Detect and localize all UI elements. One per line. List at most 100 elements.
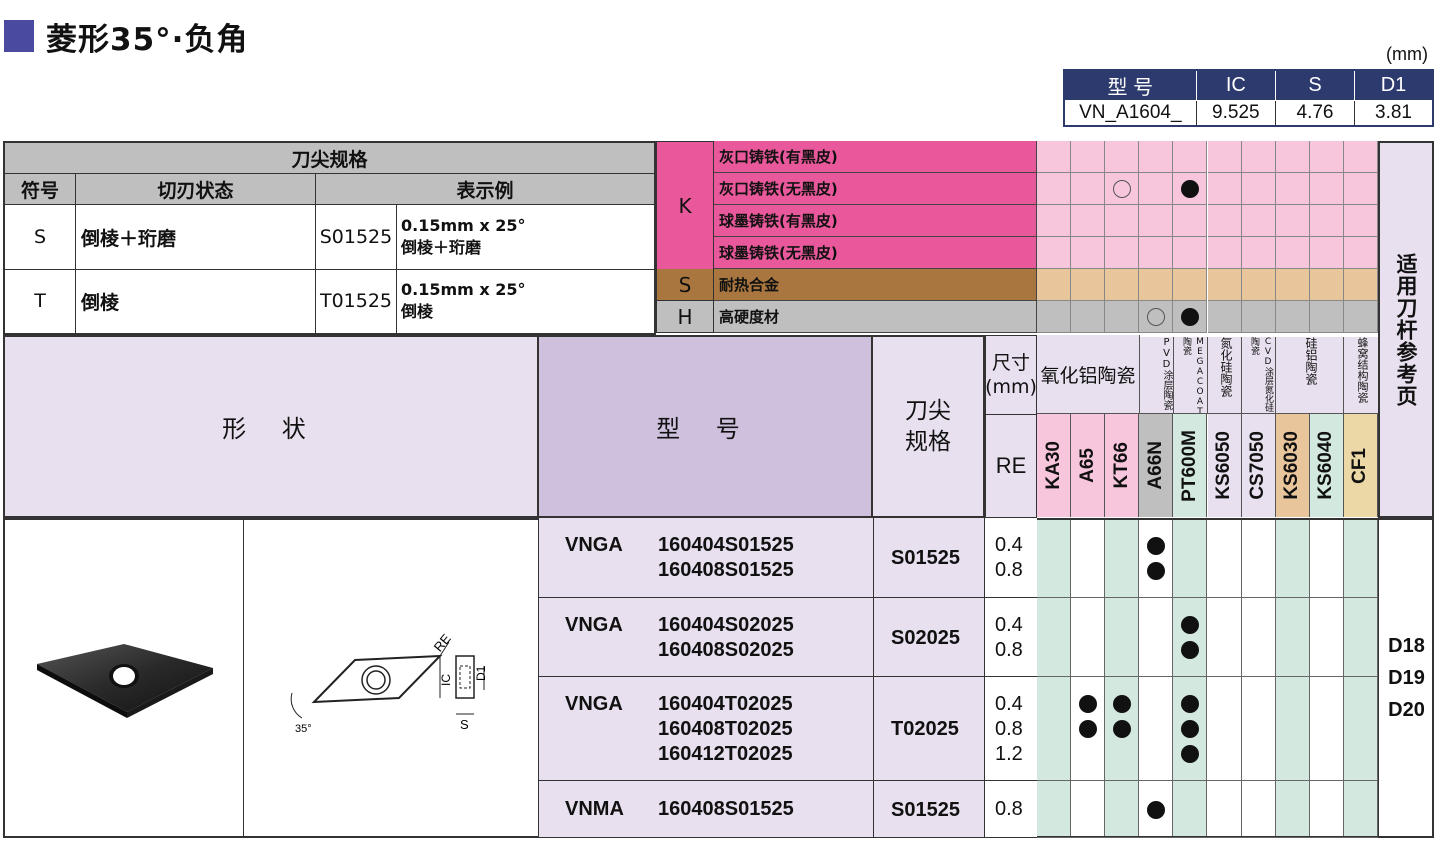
grade-label: KS6030: [1281, 431, 1303, 500]
diagram-s-label: S: [460, 717, 469, 732]
material-row: 高硬度材: [714, 301, 1037, 333]
edge-state: 倒棱: [75, 268, 316, 335]
model-number[interactable]: 160408T02025: [658, 717, 793, 740]
diagram-ic-label: IC: [439, 674, 453, 686]
material-grade-cell: [1071, 269, 1106, 301]
holder-page-link[interactable]: D18: [1388, 635, 1425, 657]
col-example: 表示例: [315, 173, 656, 206]
grade-header: PT600M: [1173, 414, 1208, 517]
material-grade-cell: [1071, 301, 1106, 333]
edge-spec-value: S02025: [891, 626, 960, 649]
re-value: 1.2: [995, 742, 1023, 765]
material-grade-cell: [1275, 141, 1310, 173]
recommended-dot-icon: [1181, 745, 1200, 763]
edge-state: 倒棱＋珩磨: [75, 204, 316, 270]
material-grade-cell: [1207, 173, 1242, 205]
material-grade-cell: [1105, 301, 1140, 333]
material-grade-cell: [1105, 205, 1140, 237]
grade-column: [1037, 518, 1072, 838]
grade-label: KT66: [1110, 442, 1132, 489]
material-grade-cell: [1037, 269, 1072, 301]
edge-example-line1: 0.15mm x 25°: [401, 216, 526, 236]
edge-spec-value: S01525: [891, 798, 960, 821]
holder-page-link[interactable]: D20: [1388, 699, 1425, 721]
material-grade-cell: [1071, 173, 1106, 205]
material-grade-cell: [1275, 205, 1310, 237]
material-grade-cell: [1071, 237, 1106, 269]
material-grade-cell: [1309, 173, 1344, 205]
edge-spec-header: 刀尖规格: [3, 141, 656, 175]
usable-ring-icon: [1113, 180, 1132, 198]
holder-ref-header: 适用刀杆参考页: [1378, 141, 1434, 518]
model-header: 型 号: [539, 335, 873, 518]
material-grade-cell: [1207, 205, 1242, 237]
material-grade-cell: [1037, 237, 1072, 269]
material-grade-cell: [1105, 269, 1140, 301]
material-grade-cell: [1241, 173, 1276, 205]
model-number[interactable]: 160412T02025: [658, 742, 793, 765]
re-value: 0.8: [995, 717, 1023, 740]
material-grade-cell: [1037, 205, 1072, 237]
material-grade-cell: [1275, 173, 1310, 205]
recommended-dot-icon: [1181, 641, 1200, 659]
recommended-dot-icon: [1079, 720, 1098, 738]
cvd-header: CVD涂层氮化硅陶瓷: [1242, 337, 1276, 413]
material-grade-cell: [1275, 237, 1310, 269]
row-divider: [1037, 837, 1378, 838]
material-grade-cell: [1309, 205, 1344, 237]
model-number[interactable]: 160408S01525: [658, 798, 794, 820]
material-grade-cell: [1105, 141, 1140, 173]
holder-pages: D18 D19 D20: [1378, 518, 1434, 838]
material-grade-cell: [1037, 301, 1072, 333]
material-grade-cell: [1343, 173, 1378, 205]
si3n4-header: 氮化硅陶瓷: [1208, 337, 1242, 413]
recommended-dot-icon: [1181, 720, 1200, 738]
grade-label: KS6040: [1315, 431, 1337, 500]
recommended-dot-icon: [1181, 308, 1200, 326]
series-label: VNGA: [565, 613, 623, 636]
dims-value-d1: 3.81: [1353, 100, 1434, 127]
recommended-dot-icon: [1181, 695, 1200, 713]
model-number[interactable]: 160404S01525: [658, 534, 794, 556]
material-grade-cell: [1241, 301, 1276, 333]
dims-value-s: 4.76: [1275, 100, 1355, 127]
size-header: 尺寸 (mm): [985, 335, 1037, 415]
col-symbol: 符号: [3, 173, 76, 206]
whisker-header: 蜂窝结构陶瓷: [1344, 337, 1378, 413]
grade-header: KS6040: [1309, 414, 1344, 517]
holder-ref-label: 适用刀杆参考页: [1394, 252, 1418, 407]
diagram-angle-label: 35°: [295, 723, 312, 735]
row-divider: [1037, 597, 1378, 598]
grade-column: [1241, 518, 1276, 838]
recommended-dot-icon: [1147, 561, 1166, 580]
row-divider: [1037, 780, 1378, 781]
material-grade-cell: [1139, 173, 1174, 205]
material-grade-cell: [1105, 237, 1140, 269]
row-divider: [1037, 676, 1378, 677]
material-grade-cell: [1139, 237, 1174, 269]
material-grade-cell: [1343, 205, 1378, 237]
model-number[interactable]: 160404T02025: [658, 692, 793, 715]
recommended-dot-icon: [1181, 180, 1200, 198]
material-grade-cell: [1207, 301, 1242, 333]
grade-label: CF1: [1349, 447, 1371, 484]
re-value: 0.4: [995, 534, 1023, 556]
grade-header: KS6050: [1207, 414, 1242, 517]
re-cell: [985, 781, 1037, 838]
model-number[interactable]: 160408S01525: [658, 559, 794, 581]
insert-photo: [37, 644, 213, 718]
series-label: VNMA: [565, 798, 624, 820]
model-number[interactable]: 160408S02025: [658, 638, 794, 661]
holder-page-link[interactable]: D19: [1388, 667, 1425, 689]
edge-cell: [873, 598, 985, 677]
edge-example-line2: 倒棱: [401, 302, 434, 322]
material-grade-cell: [1173, 237, 1208, 269]
material-grade-cell: [1037, 173, 1072, 205]
grade-label: KA30: [1042, 441, 1064, 490]
material-grade-cell: [1275, 301, 1310, 333]
edge-code: T01525: [315, 268, 397, 335]
grade-label: KS6050: [1213, 431, 1235, 500]
re-value: 0.4: [995, 692, 1023, 715]
material-row: 灰口铸铁(有黑皮): [714, 141, 1037, 173]
model-number[interactable]: 160404S02025: [658, 613, 794, 636]
